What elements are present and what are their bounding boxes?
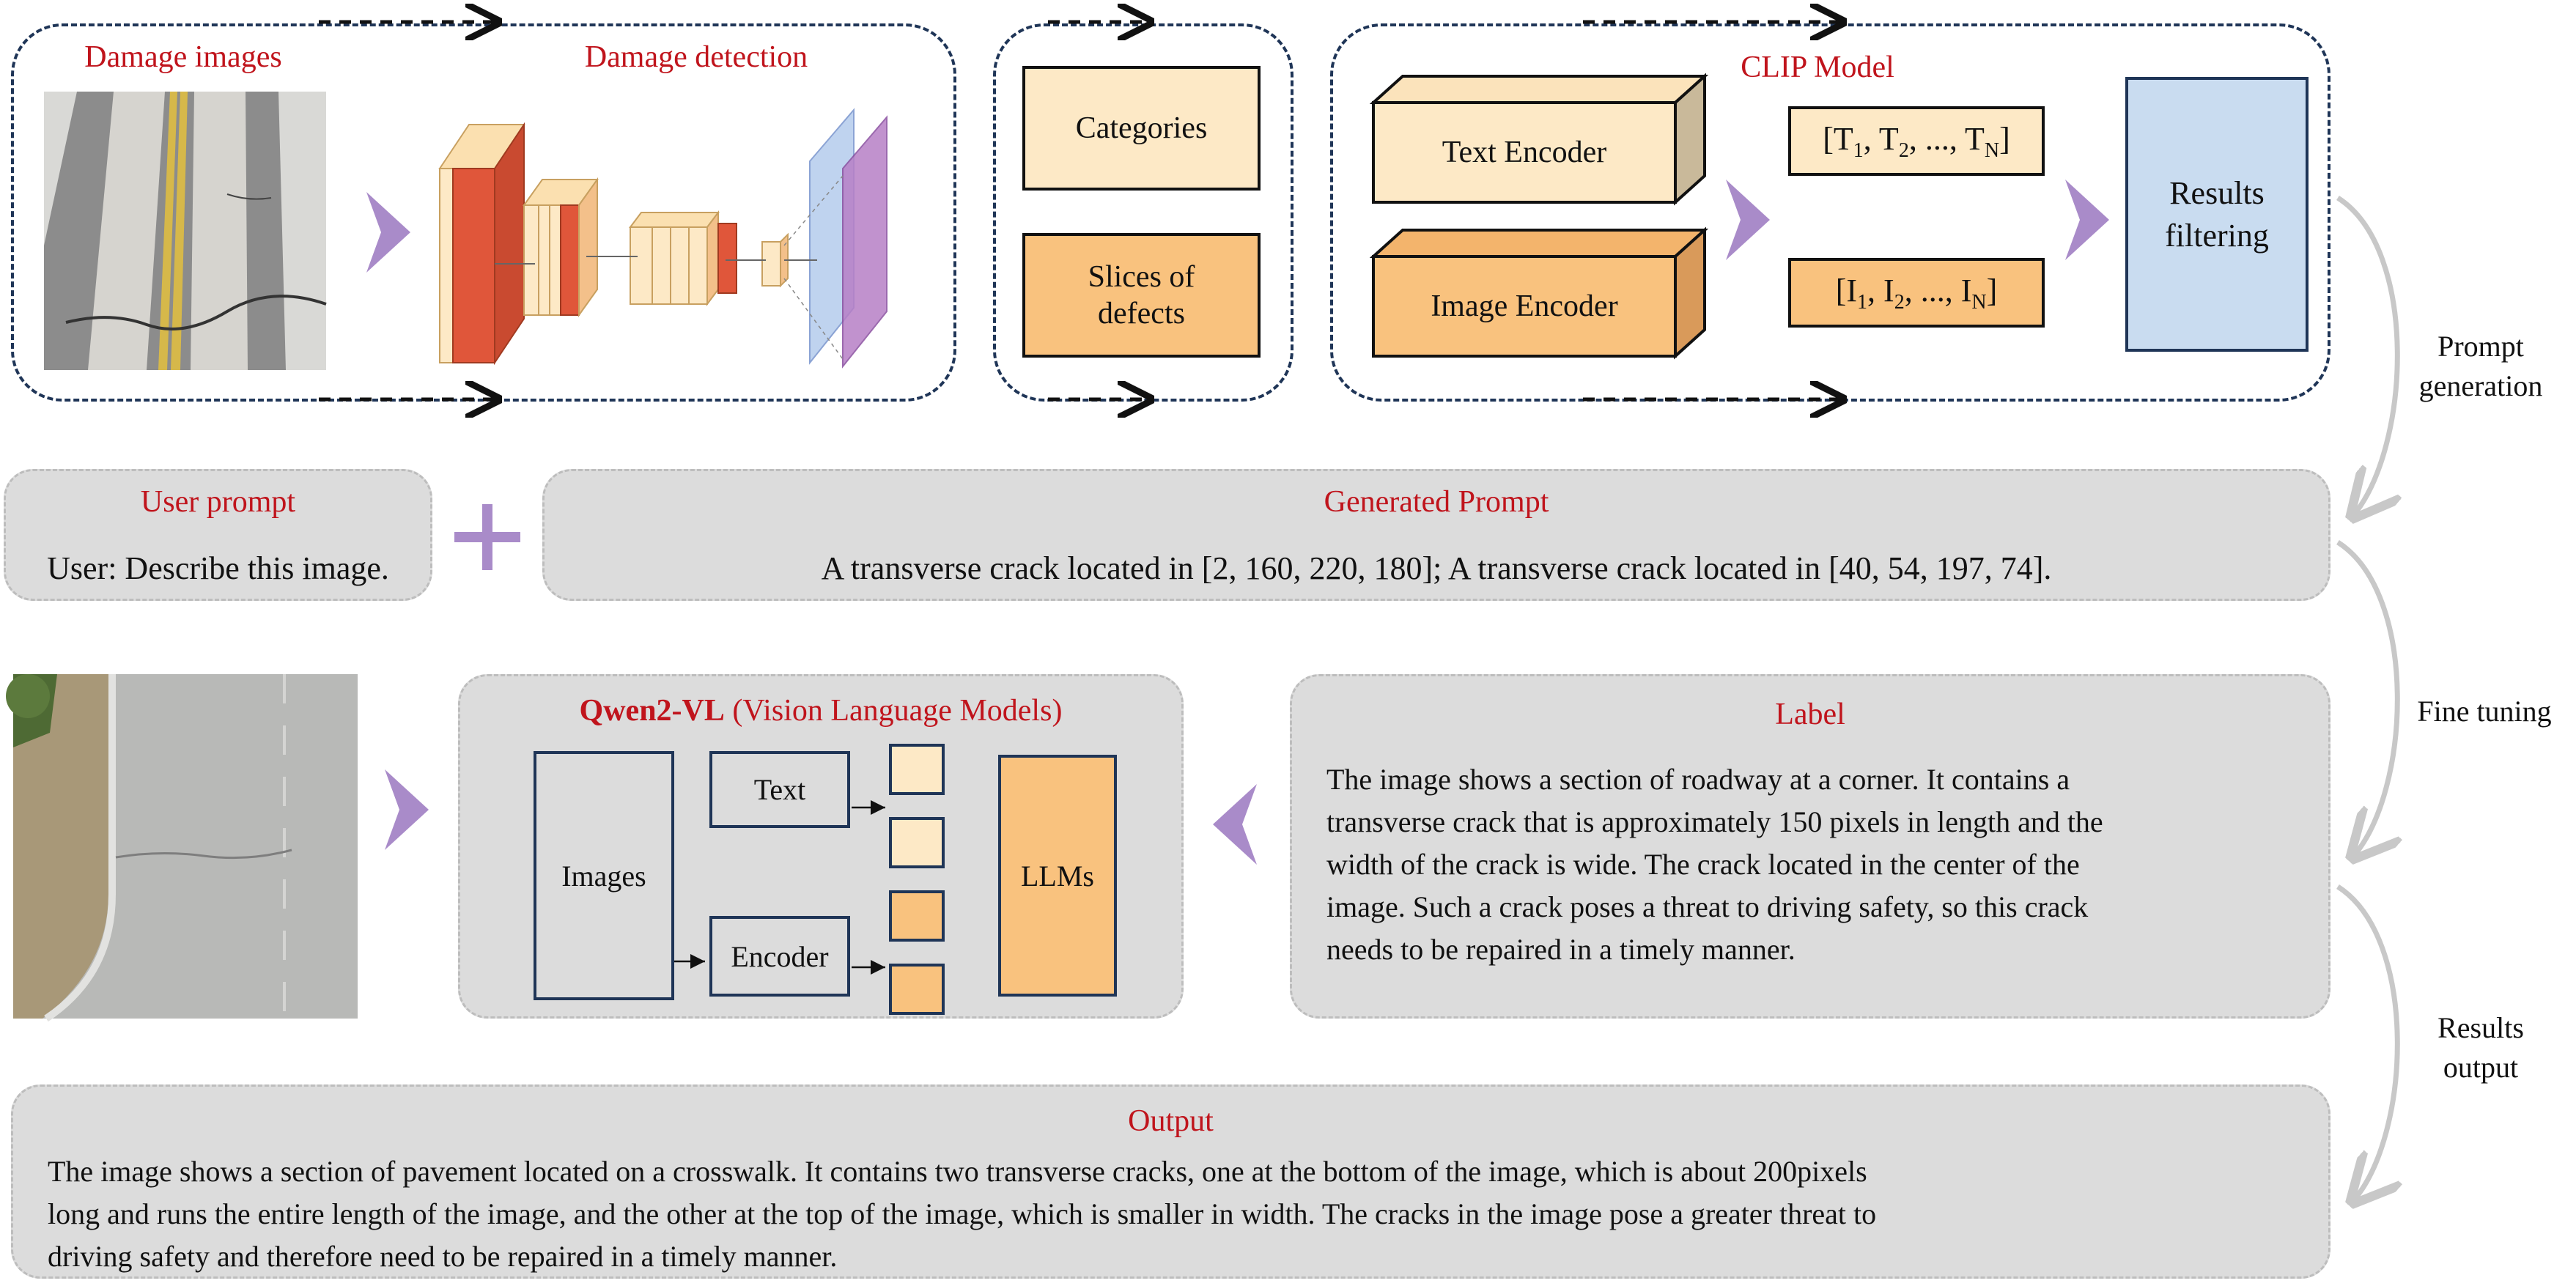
text-token	[889, 817, 945, 868]
purple-arrow-icon	[385, 769, 429, 850]
flow-arrows	[319, 0, 2576, 440]
output-panel	[11, 1084, 2330, 1279]
output-line: The image shows a section of pavement lo…	[48, 1155, 1867, 1188]
results-output-label: Results output	[2393, 1004, 2569, 1092]
generated-prompt-title: Generated Prompt	[1324, 485, 1549, 519]
label-line: image. Such a crack poses a threat to dr…	[1326, 890, 2089, 923]
clip-model-title: CLIP Model	[1741, 51, 1894, 84]
text-vector-mid: , ..., T	[1908, 120, 1985, 157]
generated-prompt-text: A transverse crack located in [2, 160, 2…	[821, 550, 2052, 586]
categories-label: Categories	[1075, 111, 1208, 145]
prompt-generation-line1: Prompt	[2437, 330, 2524, 363]
purple-arrow-icon	[366, 192, 410, 273]
text-vector-mid: , T	[1863, 120, 1899, 157]
image-vector-sub: 1	[1857, 290, 1868, 314]
text-encoder-box	[1369, 73, 1709, 206]
damage-detection-title: Damage detection	[584, 40, 808, 74]
purple-arrow-icon	[1726, 180, 1770, 260]
llms-label: LLMs	[1021, 859, 1094, 893]
text-vector-sub: N	[1984, 138, 2000, 162]
generated-prompt-panel	[542, 469, 2330, 601]
label-line: needs to be repaired in a timely manner.	[1326, 933, 1796, 966]
image-token	[889, 890, 945, 942]
prompt-generation-line2: generation	[2418, 369, 2543, 402]
label-line: The image shows a section of roadway at …	[1326, 763, 2070, 796]
purple-arrow-left-icon	[1213, 784, 1257, 865]
image-vector-sub: N	[1971, 290, 1987, 314]
qwen-vl-title-rest: (Vision Language Models)	[724, 694, 1063, 728]
text-vector-close: ]	[1999, 120, 2010, 157]
text-token	[889, 744, 945, 795]
text-encoder-label: Text Encoder	[1442, 136, 1607, 169]
slices-label-line1: Slices of	[1088, 259, 1195, 294]
images-box: Images	[534, 751, 674, 1000]
crosswalk-photo	[44, 92, 327, 370]
image-vector-open: [I	[1835, 272, 1858, 308]
image-vector-mid: , ..., I	[1904, 272, 1972, 308]
encoder-box: Encoder	[709, 916, 850, 997]
label-line: width of the crack is wide. The crack lo…	[1326, 848, 2080, 881]
text-vector-sub: 2	[1898, 138, 1909, 162]
text-label: Text	[753, 773, 806, 806]
llms-box: LLMs	[998, 755, 1117, 997]
results-output-line2: output	[2443, 1051, 2519, 1084]
right-curved-arrows	[2336, 196, 2411, 1224]
encoder-label: Encoder	[731, 939, 829, 973]
qwen-vl-title: Qwen2-VL (Vision Language Models)	[458, 685, 1184, 736]
user-prompt-panel	[4, 469, 432, 601]
results-output-line1: Results	[2437, 1011, 2524, 1044]
images-label: Images	[561, 859, 646, 893]
user-prompt-title: User prompt	[140, 485, 296, 519]
text-features-text: [T1, T2, ..., TN]	[1823, 120, 2010, 163]
image-features-vector: [I1, I2, ..., IN]	[1788, 258, 2045, 328]
user-prompt-text: User: Describe this image.	[47, 550, 389, 586]
prompt-generation-label: Prompt generation	[2393, 322, 2569, 410]
label-line: transverse crack that is approximately 1…	[1326, 805, 2103, 838]
output-text: The image shows a section of pavement lo…	[48, 1150, 2319, 1278]
damage-images-title: Damage images	[84, 40, 282, 74]
slices-of-defects-box: Slices of defects	[1022, 233, 1261, 358]
image-token	[889, 964, 945, 1015]
image-vector-sub: 2	[1894, 290, 1905, 314]
label-title: Label	[1775, 698, 1845, 731]
text-box: Text	[709, 751, 850, 828]
image-vector-close: ]	[1986, 272, 1998, 308]
text-features-vector: [T1, T2, ..., TN]	[1788, 106, 2045, 176]
results-filtering-line1: Results	[2169, 175, 2265, 212]
results-filtering-line2: filtering	[2165, 217, 2269, 254]
text-vector-open: [T	[1823, 120, 1853, 157]
image-encoder-box	[1369, 226, 1709, 360]
output-title: Output	[1128, 1104, 1214, 1138]
fine-tuning-label: Fine tuning	[2417, 694, 2552, 728]
label-text: The image shows a section of roadway at …	[1326, 758, 2323, 971]
purple-arrow-icon	[2065, 180, 2109, 260]
image-encoder-label: Image Encoder	[1431, 289, 1618, 323]
plus-icon	[454, 504, 520, 570]
results-filtering-box: Results filtering	[2125, 77, 2309, 352]
road-corner-photo	[6, 674, 358, 1022]
output-line: long and runs the entire length of the i…	[48, 1197, 1877, 1230]
categories-box: Categories	[1022, 66, 1261, 191]
qwen-vl-title-bold: Qwen2-VL	[579, 694, 725, 728]
output-line: driving safety and therefore need to be …	[48, 1240, 838, 1273]
text-vector-sub: 1	[1853, 138, 1864, 162]
detection-network-diagram	[438, 108, 887, 369]
label-panel	[1290, 674, 2330, 1019]
slices-label-line2: defects	[1098, 297, 1185, 330]
image-features-text: [I1, I2, ..., IN]	[1836, 272, 1998, 314]
image-vector-mid: , I	[1867, 272, 1894, 308]
